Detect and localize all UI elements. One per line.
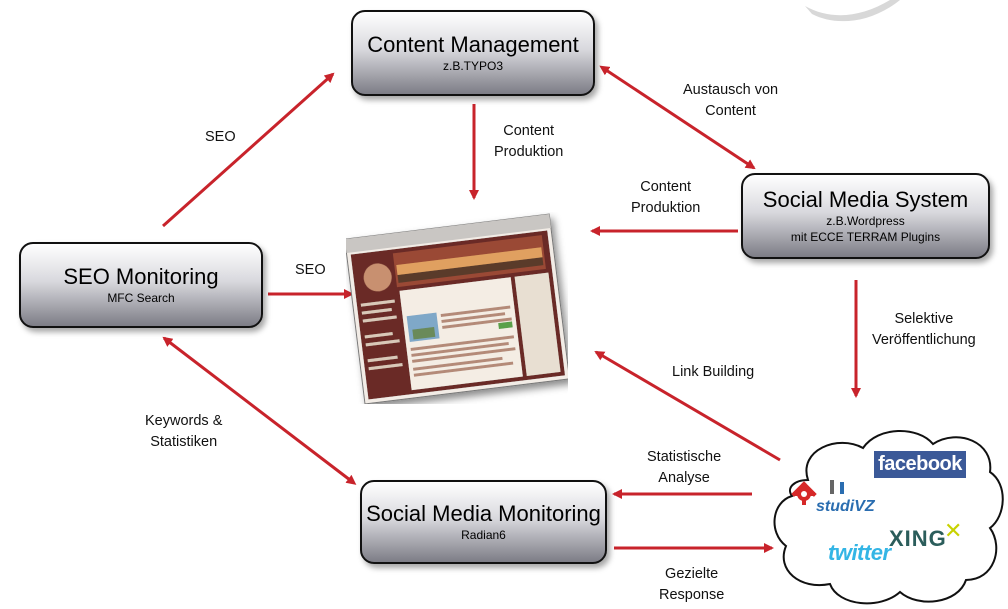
label-seo-mid: SEO [295,262,326,278]
social-media-monitoring-node: Social Media Monitoring Radian6 [360,480,607,564]
label-line: Content [705,103,756,119]
label-selective-publication: Selektive Veröffentlichung [872,309,976,351]
social-media-system-subtitle-1: z.B.Wordpress [826,214,905,228]
label-cm-content-production: Content Produktion [494,121,563,163]
facebook-logo: facebook [874,451,966,478]
content-management-title: Content Management [367,32,579,57]
arrow-link-building [594,350,781,462]
seo-monitoring-node: SEO Monitoring MFC Search [19,242,263,328]
label-targeted-response: Gezielte Response [659,564,724,606]
label-statistical-analysis: Statistische Analyse [647,447,721,489]
social-media-system-title: Social Media System [762,187,969,212]
label-line: Selektive [894,311,954,327]
seo-monitoring-title: SEO Monitoring [63,264,219,289]
label-line: Statistiken [150,434,218,450]
social-media-system-subtitle-2: mit ECCE TERRAM Plugins [790,230,941,244]
social-media-monitoring-subtitle: Radian6 [461,528,506,542]
label-line: Produktion [631,200,701,216]
social-media-monitoring-title: Social Media Monitoring [366,501,601,526]
label-line: Produktion [494,144,564,160]
label-keywords-statistics: Keywords & Statistiken [145,411,222,453]
arrow-content-exchange [599,65,756,170]
label-line: Austausch von [683,82,779,98]
label-link-building: Link Building [672,364,755,380]
twitter-logo: twitter [828,540,891,565]
label-line: Gezielte [665,566,719,582]
arrow-seo-to-content-management [162,72,335,228]
label-line: Statistische [647,449,722,465]
xing-accent-icon: ✕ [944,518,963,543]
seo-monitoring-subtitle: MFC Search [107,291,175,305]
social-media-system-node: Social Media System z.B.Wordpress mit EC… [741,173,990,259]
label-line: Response [659,587,725,603]
label-sms-content-production: Content Produktion [631,177,700,219]
decorative-swoosh [805,0,900,22]
label-line: Content [640,179,692,195]
label-line: Analyse [658,470,710,486]
label-line: Keywords & [145,413,223,429]
content-management-node: Content Management z.B.TYPO3 [351,10,595,96]
studivz-logo: studiVZ [791,480,876,515]
content-management-subtitle: z.B.TYPO3 [442,59,504,73]
label-line: Veröffentlichung [872,332,976,348]
website-screenshot-image [346,213,568,404]
studivz-wordmark: studiVZ [816,498,876,515]
label-seo-top: SEO [205,129,236,145]
label-content-exchange: Austausch von Content [683,80,778,122]
arrow-keywords-statistics [162,336,357,485]
label-line: Content [503,123,555,139]
xing-logo: XING [889,526,947,551]
